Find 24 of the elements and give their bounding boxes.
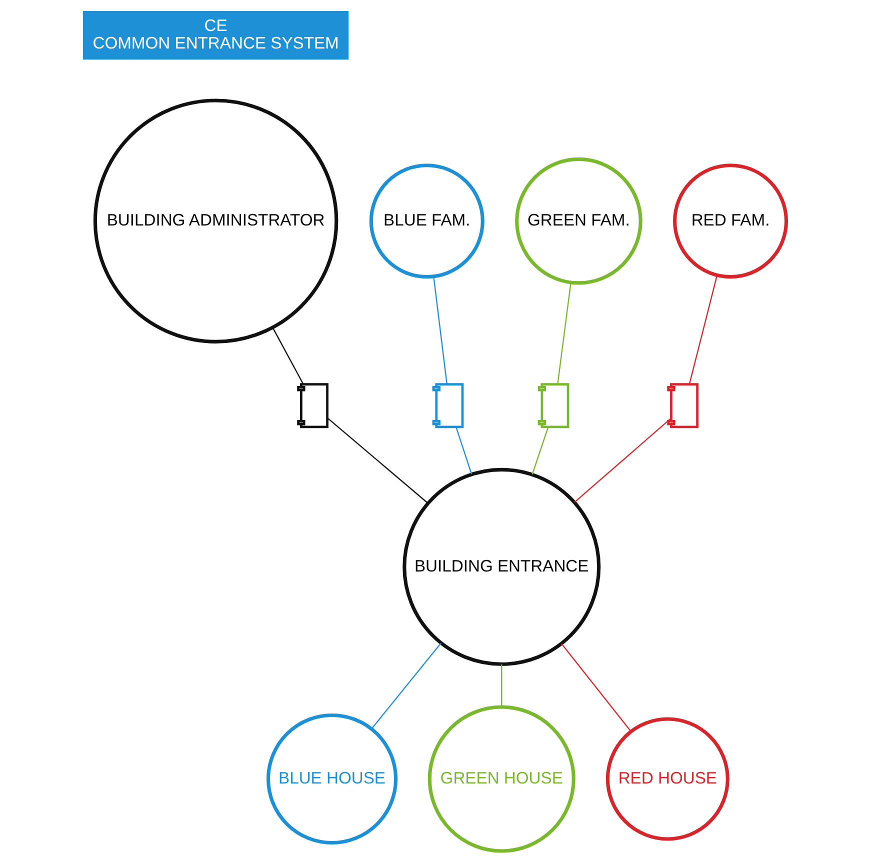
connector	[556, 282, 571, 384]
node-key	[432, 383, 464, 428]
node-circle: RED HOUSE	[605, 717, 729, 841]
node-box: CE COMMON ENTRANCE SYSTEM	[82, 11, 348, 60]
connector	[370, 642, 441, 730]
connector	[432, 276, 448, 384]
connector	[531, 427, 548, 475]
node-circle: BLUE HOUSE	[266, 713, 398, 845]
node-circle: RED FAM.	[672, 164, 788, 279]
node-circle: BLUE FAM.	[368, 164, 484, 279]
connector	[560, 643, 631, 732]
node-circle: BUILDING ADMINISTRATOR	[92, 98, 338, 344]
connector	[455, 427, 472, 474]
connector	[500, 664, 502, 707]
node-key	[296, 383, 328, 428]
connector	[688, 275, 718, 384]
connector	[326, 418, 428, 504]
connector	[272, 327, 304, 384]
node-circle: GREEN HOUSE	[427, 705, 575, 853]
connector	[574, 418, 671, 503]
node-circle: BUILDING ENTRANCE	[402, 468, 600, 666]
node-key	[666, 383, 698, 428]
node-key	[537, 383, 569, 428]
node-circle: GREEN FAM.	[514, 157, 642, 285]
